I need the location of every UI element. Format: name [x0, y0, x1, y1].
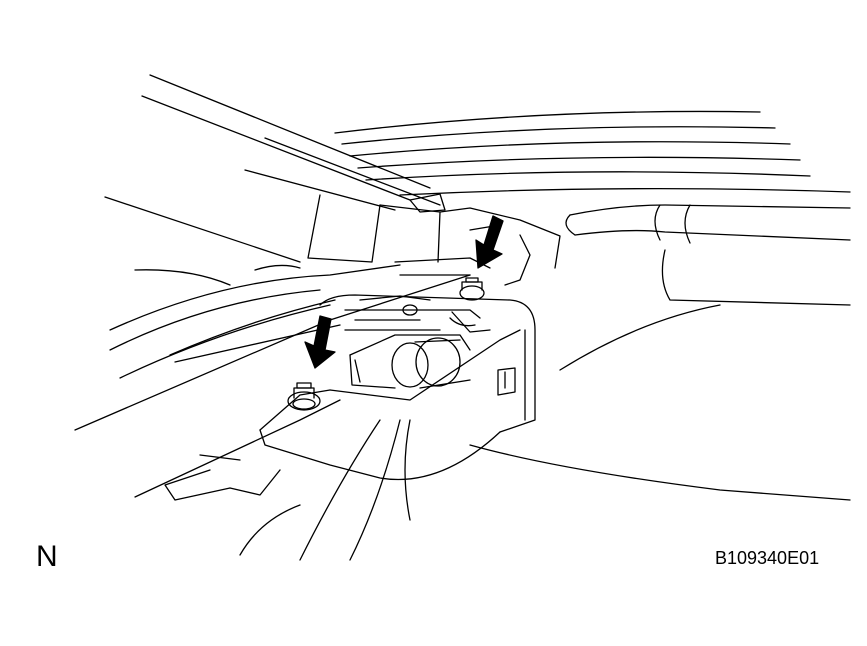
bolt-right [459, 277, 485, 301]
body-panel-ribs [334, 110, 851, 196]
orientation-label: N [36, 540, 58, 573]
figure-code: B109340E01 [715, 548, 820, 568]
motor-unit [349, 304, 491, 389]
hose-assembly [559, 204, 851, 371]
mounting-bracket [307, 194, 561, 286]
lower-panel [164, 419, 851, 561]
frame-members [104, 74, 446, 263]
arrow-icon [475, 215, 504, 269]
arrow-icon-left [304, 315, 336, 369]
wire-harness [74, 257, 491, 498]
bolt-left [287, 382, 321, 411]
